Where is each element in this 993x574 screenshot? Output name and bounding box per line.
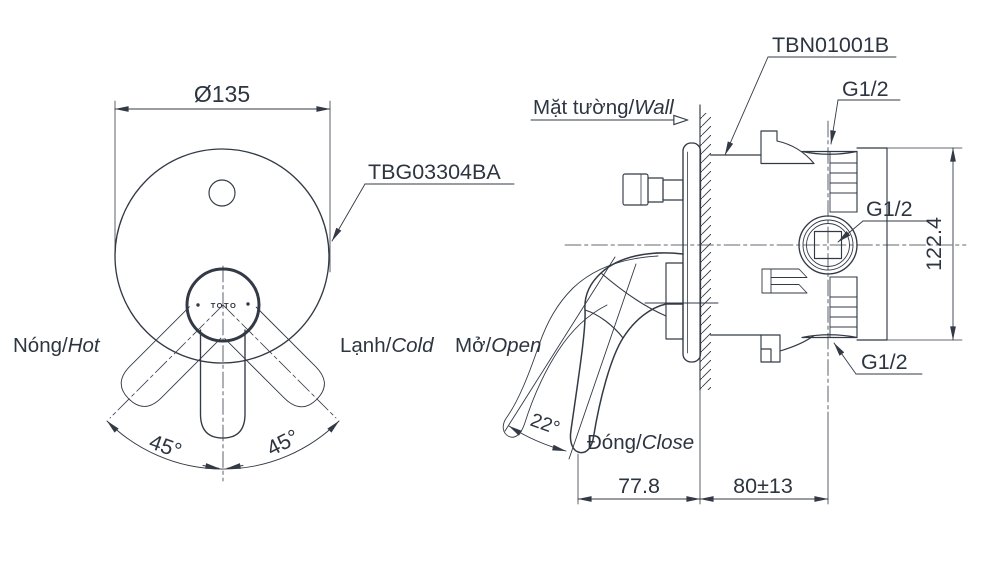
g12-top-leader <box>830 99 839 145</box>
hub-dot-right <box>246 302 250 306</box>
angle-arc-45 <box>106 420 340 470</box>
diverter-knob-base <box>662 179 684 201</box>
diverter-button <box>208 179 236 207</box>
valve-part-leader <box>724 56 769 156</box>
part-leader-line <box>331 183 366 242</box>
diameter-label: Ø135 <box>194 81 250 107</box>
handle-depth-label: 77.8 <box>618 474 660 498</box>
handle-side-closed-inner-line-2 <box>584 309 624 339</box>
g12-top-label: G1/2 <box>842 77 889 101</box>
diverter-knob-shaft <box>647 177 664 203</box>
g12-mid-label: G1/2 <box>866 197 913 221</box>
brand-logo: TOTO <box>211 301 238 310</box>
plate-circle <box>114 148 330 364</box>
front-view: Ø135 TOTO 45° 45° TBG03304BA Nóng/Hot Lạ… <box>13 81 515 482</box>
bottom-port-threads <box>829 276 858 328</box>
close-label: Đóng/Close <box>587 431 694 454</box>
body-bottom-bracket <box>760 334 781 363</box>
mounting-clip <box>761 268 808 294</box>
angle-leg-open <box>504 256 616 432</box>
top-port-threads <box>829 162 858 213</box>
open-angle-label: 22° <box>527 409 562 440</box>
angle-label-left: 45° <box>146 430 185 464</box>
angle-arc-22 <box>508 425 567 452</box>
part-number-front: TBG03304BA <box>368 160 501 184</box>
open-label: Mở/Open <box>455 334 541 357</box>
wall-label: Mặt tường/Wall <box>533 96 675 119</box>
handle-side-open <box>502 255 659 438</box>
handle-front-hot-position <box>120 306 222 407</box>
plate-side <box>682 142 702 363</box>
bottom-port-rim <box>801 334 858 339</box>
g12-bottom-leader <box>833 342 857 375</box>
handle-side-closed-inner-line <box>600 272 667 317</box>
g12-mid-leader <box>837 220 864 243</box>
top-port-rim <box>801 150 858 155</box>
hub-dot-left <box>196 303 200 307</box>
angle-label-right: 45° <box>263 425 303 461</box>
body-top-bracket <box>760 130 815 165</box>
angle-arc-center-arrow-left <box>202 463 220 469</box>
hot-label: Nóng/Hot <box>13 334 101 357</box>
handle-front-cold-position <box>224 306 325 408</box>
part-number-side: TBN01001B <box>772 33 889 57</box>
handle-hub <box>185 267 261 343</box>
handle-side-closed <box>569 252 684 454</box>
side-view: Mặt tường/Wall 22° Mở/Open Đóng/Close <box>455 33 967 505</box>
angle-leg-closed <box>568 263 637 460</box>
handle-hub-side <box>665 262 684 340</box>
cold-label: Lạnh/Cold <box>340 334 434 357</box>
wall-hatch <box>700 113 711 390</box>
wall-depth-label: 80±13 <box>733 474 793 498</box>
height-dim-label: 122.4 <box>922 217 946 271</box>
diverter-knob-cap <box>622 173 649 206</box>
g12-bottom-label: G1/2 <box>861 350 908 374</box>
angle-arc-center-arrow-right <box>226 463 244 469</box>
